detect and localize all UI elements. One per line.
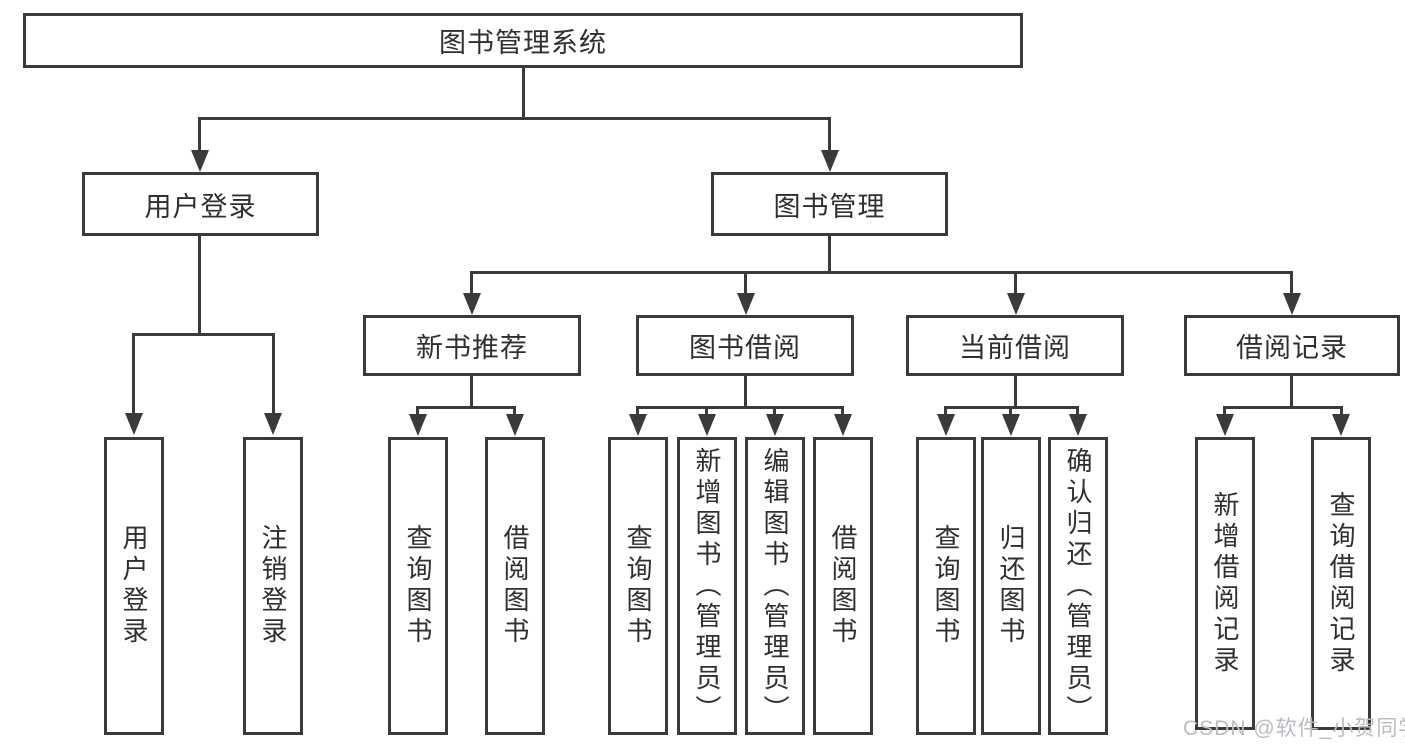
node-book-borrowing-label: 图书借阅 — [689, 333, 801, 363]
node-current-borrowing-label: 当前借阅 — [959, 333, 1071, 363]
arrowhead-user-login — [191, 150, 209, 172]
connector-currentborrow-hbar — [945, 406, 1079, 409]
arrowhead-currentborrow — [1007, 293, 1025, 315]
leaf-add-borrow-record-label: 新增借阅记录 — [1210, 490, 1240, 677]
node-user-login-label: 用户登录 — [144, 191, 257, 222]
leaf-edit-book-admin-label: 编辑图书（管理员） — [760, 446, 790, 726]
leaf-add-book-admin-label: 新增图书（管理员） — [692, 446, 722, 726]
arrowhead-borrowmgr — [737, 293, 755, 315]
arrowhead-records — [1283, 293, 1301, 315]
connector-leaf-logout-stem — [272, 333, 275, 414]
connector-records-stem — [1290, 271, 1293, 295]
leaf-return-book-label: 归还图书 — [996, 524, 1026, 648]
arrowhead-g3-leaf1 — [629, 414, 647, 436]
arrowhead-book-mgmt — [821, 150, 839, 172]
connector-g3-leaf2-stem — [705, 406, 708, 418]
leaf-return-book: 归还图书 — [981, 437, 1041, 735]
leaf-user-login-label: 用户登录 — [119, 524, 149, 648]
connector-newbook-hbar — [417, 406, 516, 409]
node-root-system: 图书管理系统 — [23, 13, 1023, 68]
node-book-borrowing: 图书借阅 — [636, 315, 854, 376]
arrowhead-g5-leaf2 — [1332, 414, 1350, 436]
connector-user-login-stem — [198, 117, 201, 151]
leaf-logout-label: 注销登录 — [258, 524, 288, 648]
connector-g4-leaf2-stem — [1009, 406, 1012, 418]
connector-user-login-down — [198, 236, 201, 336]
connector-g4-leaf1-stem — [944, 406, 947, 418]
arrowhead-g2-leaf2 — [506, 414, 524, 436]
arrowhead-g4-leaf3 — [1069, 414, 1087, 436]
arrowhead-g5-leaf1 — [1216, 414, 1234, 436]
connector-newbook-stem — [470, 271, 473, 295]
leaf-query-books-borrowing: 查询图书 — [608, 437, 668, 735]
leaf-borrow-books-borrowing-label: 借阅图书 — [828, 524, 858, 648]
connector-records-hbar — [1224, 406, 1342, 409]
arrowhead-g4-leaf1 — [937, 414, 955, 436]
connector-records-down — [1290, 376, 1293, 409]
leaf-borrow-books-recommend-label: 借阅图书 — [500, 524, 530, 648]
connector-borrowmgr-hbar — [637, 406, 844, 409]
leaf-query-borrow-record: 查询借阅记录 — [1311, 437, 1371, 730]
leaf-borrow-books-borrowing: 借阅图书 — [813, 437, 873, 735]
leaf-add-borrow-record: 新增借阅记录 — [1195, 437, 1255, 730]
leaf-confirm-return-admin: 确认归还（管理员） — [1048, 437, 1108, 735]
connector-g4-leaf3-stem — [1076, 406, 1079, 418]
connector-currentborrow-stem — [1014, 271, 1017, 295]
leaf-confirm-return-admin-label: 确认归还（管理员） — [1063, 446, 1093, 726]
leaf-query-books-recommend: 查询图书 — [388, 437, 448, 735]
connector-root-hbar — [198, 117, 831, 120]
connector-newbook-down — [470, 376, 473, 409]
connector-borrowmgr-down — [744, 376, 747, 409]
connector-g5-leaf1-stem — [1223, 406, 1226, 418]
arrowhead-g3-leaf2 — [698, 414, 716, 436]
csdn-watermark: CSDN @软件_小贺同学 — [1183, 717, 1405, 740]
leaf-query-books-current-label: 查询图书 — [931, 524, 961, 648]
connector-leaf-login-stem — [132, 333, 135, 414]
leaf-logout: 注销登录 — [243, 437, 303, 735]
connector-root-stem — [522, 68, 525, 118]
leaf-query-books-borrowing-label: 查询图书 — [623, 524, 653, 648]
connector-book-mgmt-down — [828, 236, 831, 274]
node-root-label: 图书管理系统 — [439, 28, 607, 58]
connector-user-login-hbar — [133, 333, 275, 336]
node-borrowing-records-label: 借阅记录 — [1236, 333, 1348, 363]
node-book-management-label: 图书管理 — [773, 191, 886, 222]
node-current-borrowing: 当前借阅 — [906, 315, 1124, 376]
node-new-book-recommendation: 新书推荐 — [363, 315, 581, 376]
arrowhead-newbook — [463, 293, 481, 315]
connector-g2-leaf2-stem — [513, 406, 516, 418]
leaf-user-login: 用户登录 — [104, 437, 164, 735]
node-book-management: 图书管理 — [711, 172, 948, 236]
arrowhead-leaf-logout — [264, 413, 282, 435]
connector-g3-leaf4-stem — [841, 406, 844, 418]
connector-borrowmgr-stem — [744, 271, 747, 295]
leaf-borrow-books-recommend: 借阅图书 — [485, 437, 545, 735]
leaf-query-books-current: 查询图书 — [916, 437, 976, 735]
leaf-add-book-admin: 新增图书（管理员） — [677, 437, 737, 735]
arrowhead-g3-leaf3 — [766, 414, 784, 436]
leaf-edit-book-admin: 编辑图书（管理员） — [745, 437, 805, 735]
connector-g2-leaf1-stem — [416, 406, 419, 418]
connector-currentborrow-down — [1014, 376, 1017, 409]
connector-g5-leaf2-stem — [1340, 406, 1343, 418]
arrowhead-g3-leaf4 — [834, 414, 852, 436]
connector-book-mgmt-stem — [828, 117, 831, 151]
arrowhead-g4-leaf2 — [1002, 414, 1020, 436]
node-borrowing-records: 借阅记录 — [1184, 315, 1400, 376]
node-new-book-label: 新书推荐 — [416, 333, 528, 363]
connector-book-mgmt-hbar — [471, 271, 1293, 274]
leaf-query-borrow-record-label: 查询借阅记录 — [1326, 490, 1356, 677]
arrowhead-g2-leaf1 — [409, 414, 427, 436]
connector-g3-leaf1-stem — [636, 406, 639, 418]
arrowhead-leaf-login — [125, 413, 143, 435]
node-user-login: 用户登录 — [82, 172, 319, 236]
connector-g3-leaf3-stem — [773, 406, 776, 418]
leaf-query-books-recommend-label: 查询图书 — [403, 524, 433, 648]
